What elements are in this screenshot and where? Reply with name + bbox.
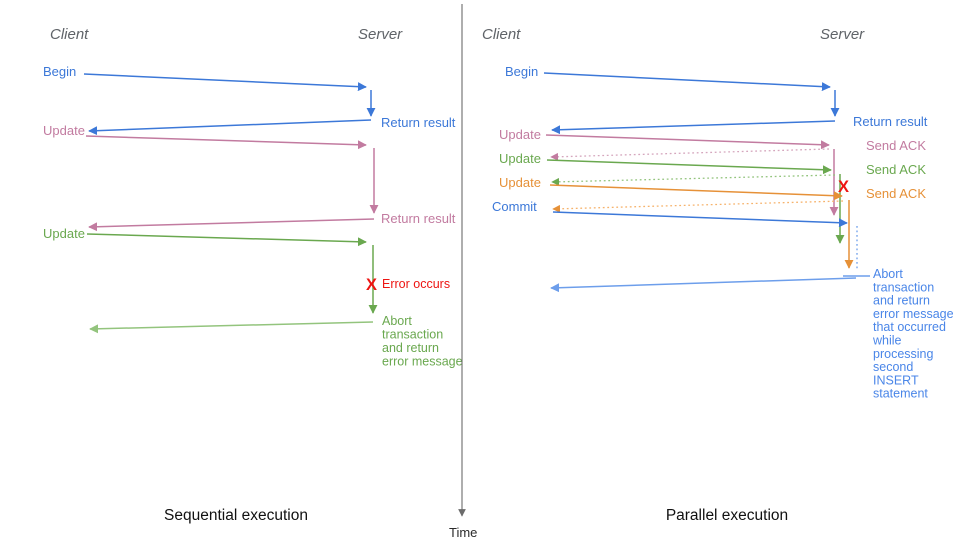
- left-error-x-icon: X: [366, 276, 377, 294]
- left-begin-label: Begin: [43, 64, 76, 79]
- right-update-1-ack-arrow: [550, 148, 830, 161]
- left-abort-line-2: transaction: [382, 328, 443, 342]
- right-update-2-label: Update: [499, 151, 541, 166]
- right-update-1-request-arrow: [545, 134, 830, 150]
- right-begin-return-arrow: [551, 120, 836, 135]
- right-send-ack-2-label: Send ACK: [866, 162, 926, 177]
- left-begin-request-arrow: [83, 73, 367, 92]
- left-abort-line-3: and return: [382, 341, 439, 355]
- left-update-1-return-arrow: [88, 218, 375, 232]
- right-abort-line-10: statement: [873, 387, 928, 401]
- left-abort-line-1: Abort: [382, 314, 412, 328]
- right-server-header: Server: [820, 26, 865, 43]
- left-update-1-label: Update: [43, 123, 85, 138]
- right-begin-label: Begin: [505, 64, 538, 79]
- right-abort-line-5: that occurred: [873, 320, 946, 334]
- right-abort-line-4: error message: [873, 307, 954, 321]
- right-send-ack-1-label: Send ACK: [866, 138, 926, 153]
- left-return-result-2-label: Return result: [381, 211, 456, 226]
- right-abort-line-2: transaction: [873, 280, 934, 294]
- right-update-2-ack-arrow: [551, 174, 836, 186]
- parallel-panel: Client Server Begin Return result Update…: [482, 26, 954, 524]
- right-abort-line-7: processing: [873, 347, 933, 361]
- right-error-x-icon: X: [838, 178, 849, 196]
- right-abort-line-9: INSERT: [873, 373, 919, 387]
- sequential-panel: Client Server Begin Return result Update…: [43, 26, 463, 524]
- right-client-header: Client: [482, 26, 521, 43]
- right-send-ack-3-label: Send ACK: [866, 186, 926, 201]
- right-abort-return-arrow: [550, 277, 857, 293]
- right-update-3-label: Update: [499, 175, 541, 190]
- left-update-2-label: Update: [43, 226, 85, 241]
- left-abort-line-4: error message: [382, 355, 463, 369]
- left-return-result-1-label: Return result: [381, 115, 456, 130]
- right-update-3-ack-arrow: [552, 200, 844, 213]
- time-axis-label: Time: [449, 525, 477, 540]
- right-commit-request-arrow: [552, 211, 848, 228]
- right-update-1-label: Update: [499, 127, 541, 142]
- left-server-header: Server: [358, 26, 403, 43]
- left-client-header: Client: [50, 26, 89, 43]
- right-abort-line-6: while: [872, 334, 902, 348]
- left-abort-return-arrow: [89, 321, 374, 334]
- time-axis: Time: [449, 4, 477, 540]
- right-update-3-request-arrow: [549, 184, 843, 201]
- left-update-2-request-arrow: [86, 233, 367, 247]
- right-panel-caption: Parallel execution: [666, 507, 788, 524]
- left-update-1-request-arrow: [85, 135, 367, 150]
- right-abort-line-3: and return: [873, 294, 930, 308]
- right-commit-label: Commit: [492, 199, 537, 214]
- right-abort-line-8: second: [873, 360, 913, 374]
- left-error-occurs-label: Error occurs: [382, 277, 450, 291]
- right-update-2-request-arrow: [546, 159, 832, 175]
- left-begin-return-arrow: [88, 119, 372, 136]
- right-abort-message: Abort transaction and return error messa…: [872, 267, 954, 401]
- left-abort-message: Abort transaction and return error messa…: [382, 314, 463, 369]
- left-panel-caption: Sequential execution: [164, 507, 308, 524]
- right-begin-request-arrow: [543, 72, 831, 92]
- right-abort-line-1: Abort: [873, 267, 903, 281]
- right-return-result-label: Return result: [853, 114, 928, 129]
